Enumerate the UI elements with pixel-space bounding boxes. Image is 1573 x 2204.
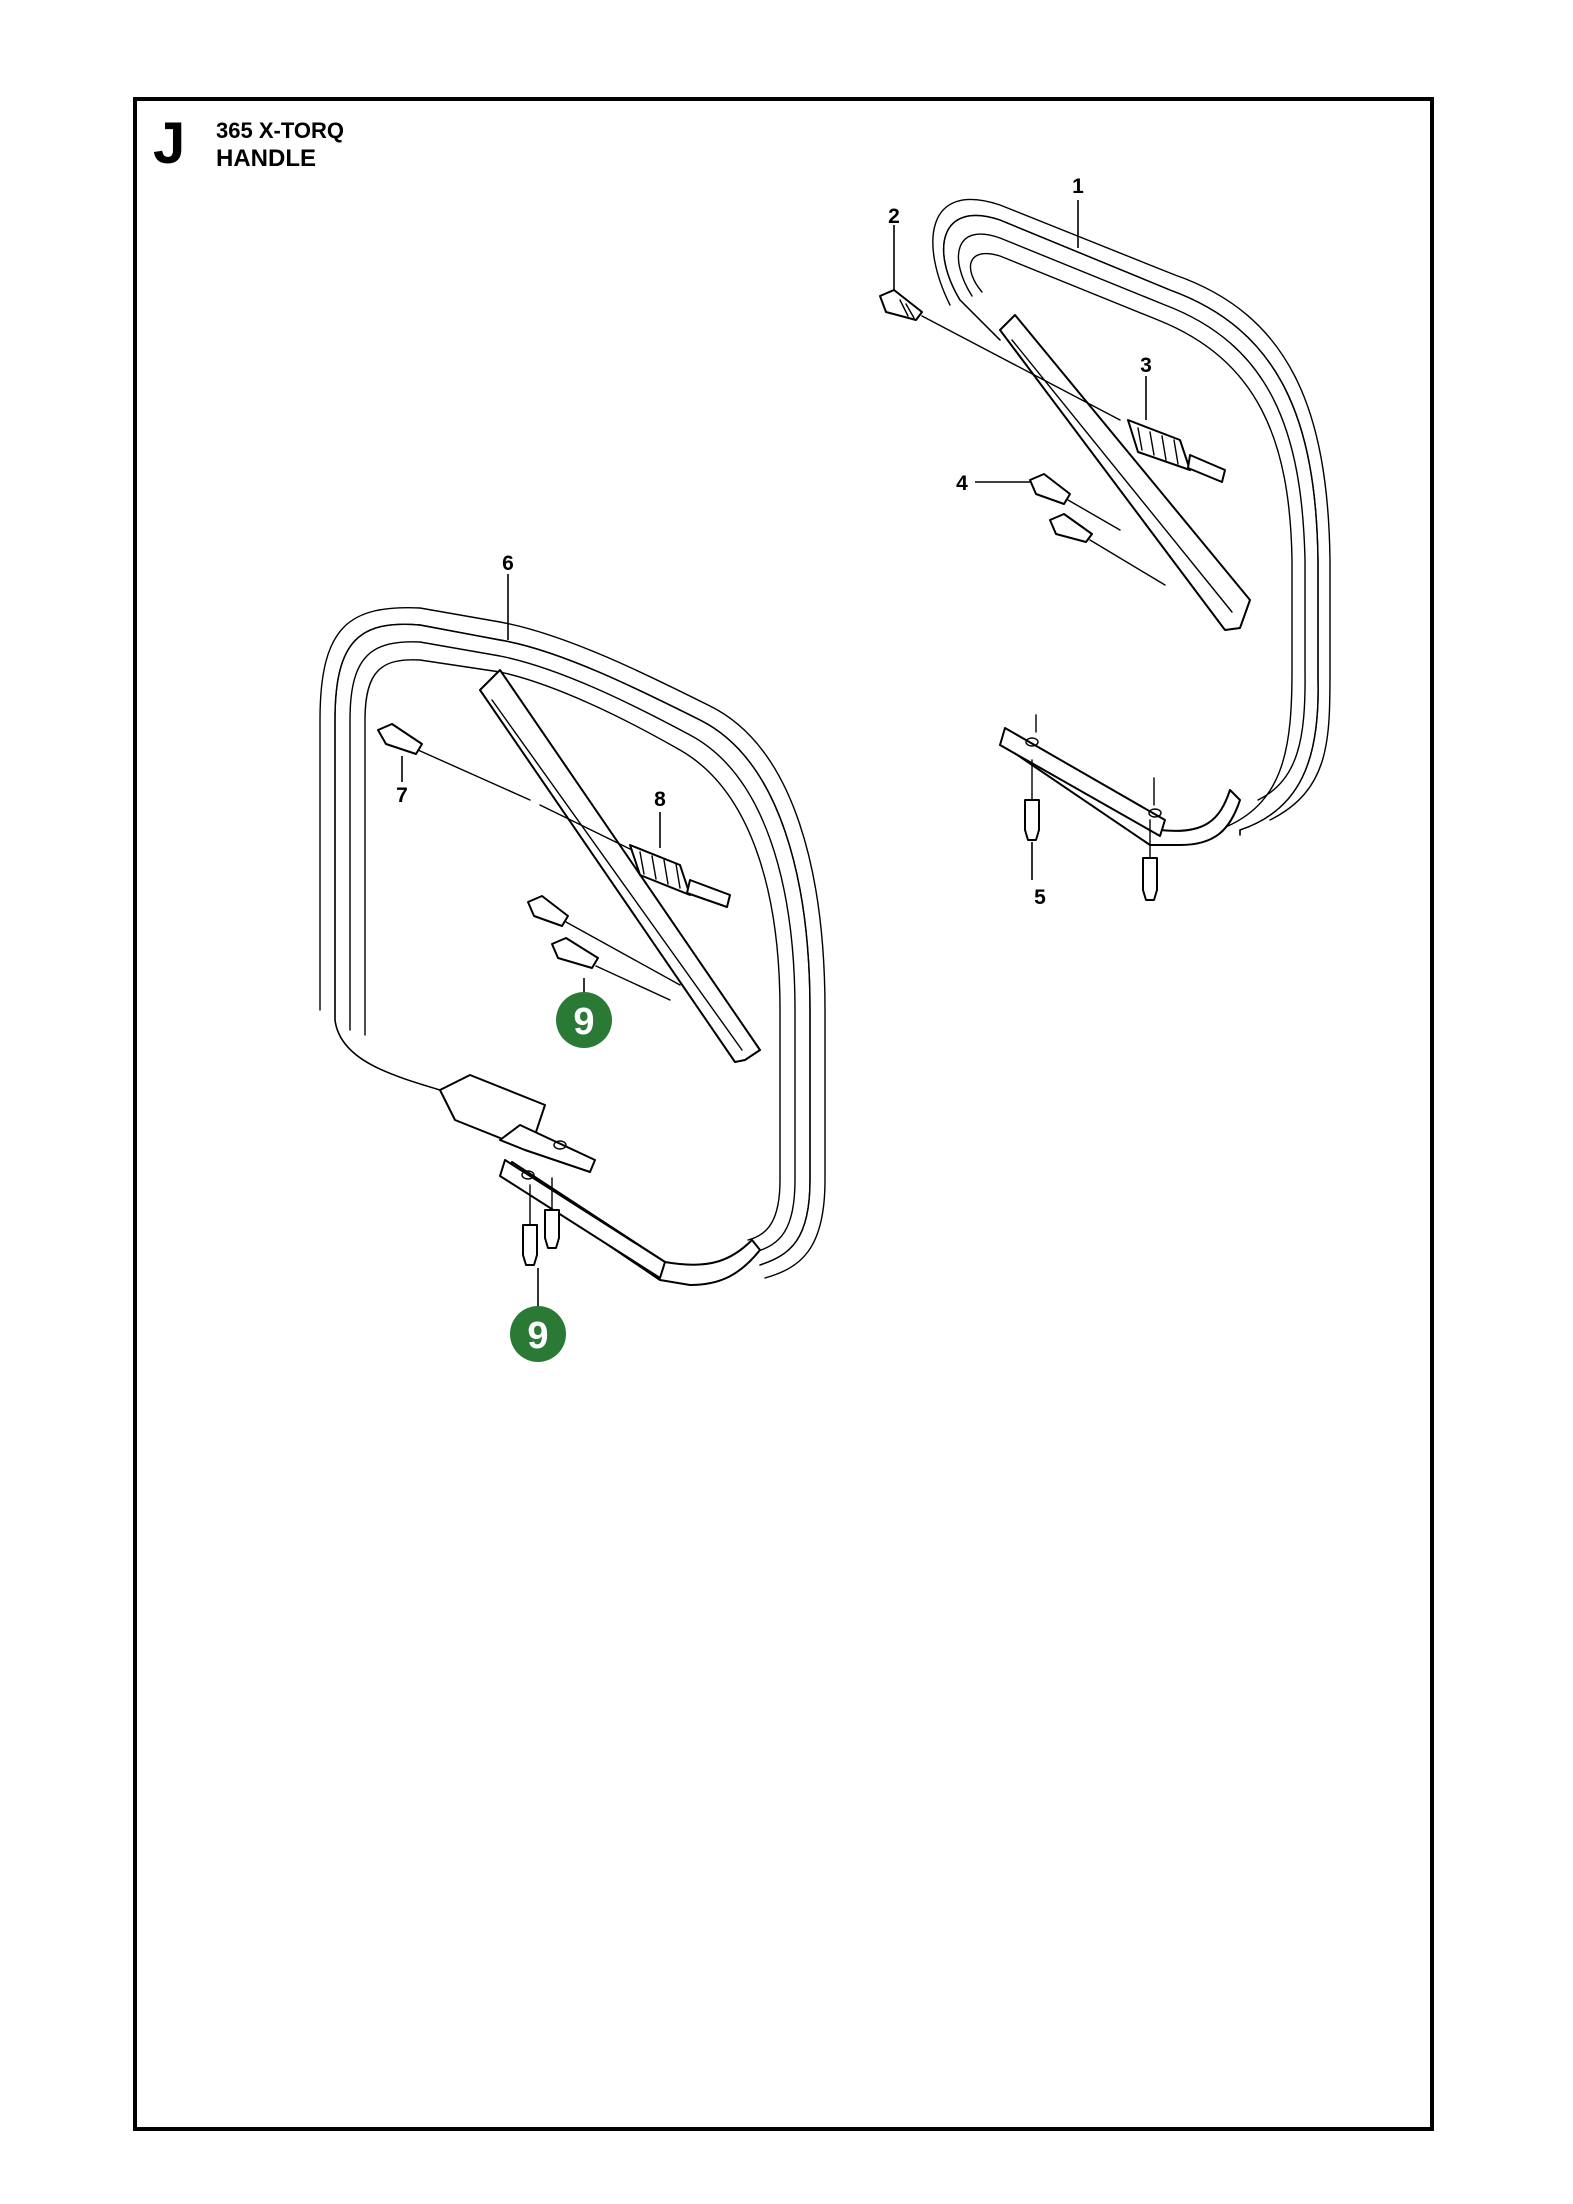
vibration-damper-3	[1127, 419, 1226, 483]
badge-9-upper: 9	[556, 992, 612, 1048]
screw-4b	[1049, 513, 1166, 586]
front-handle-upper	[932, 198, 1331, 846]
screw-9b	[551, 937, 671, 1001]
callout-2: 2	[888, 205, 900, 228]
callout-5: 5	[1034, 886, 1046, 909]
badge-9-upper-label: 9	[573, 1001, 594, 1043]
front-handle-lower	[319, 607, 826, 1286]
callout-1: 1	[1072, 175, 1084, 198]
section-title: HANDLE	[216, 145, 316, 172]
screw-9c	[522, 1184, 538, 1266]
callout-3: 3	[1140, 354, 1152, 377]
callout-7: 7	[396, 784, 408, 807]
section-letter: J	[153, 111, 186, 176]
leader-lines	[401, 200, 1147, 1310]
screw-7	[377, 723, 531, 801]
callout-8: 8	[654, 788, 666, 811]
screw-9a	[527, 895, 681, 986]
screw-5b	[1142, 819, 1158, 901]
vibration-damper-8	[539, 804, 731, 908]
model-name: 365 X-TORQ	[216, 118, 344, 143]
screw-5a	[1024, 759, 1040, 841]
callout-4: 4	[956, 472, 968, 495]
screw-4a	[1029, 473, 1121, 531]
page-frame	[133, 97, 1434, 2131]
badge-9-lower-label: 9	[527, 1315, 548, 1357]
callout-6: 6	[502, 552, 514, 575]
badge-9-lower: 9	[510, 1306, 566, 1362]
screw-2	[879, 289, 1121, 421]
screw-9d	[544, 1177, 560, 1249]
